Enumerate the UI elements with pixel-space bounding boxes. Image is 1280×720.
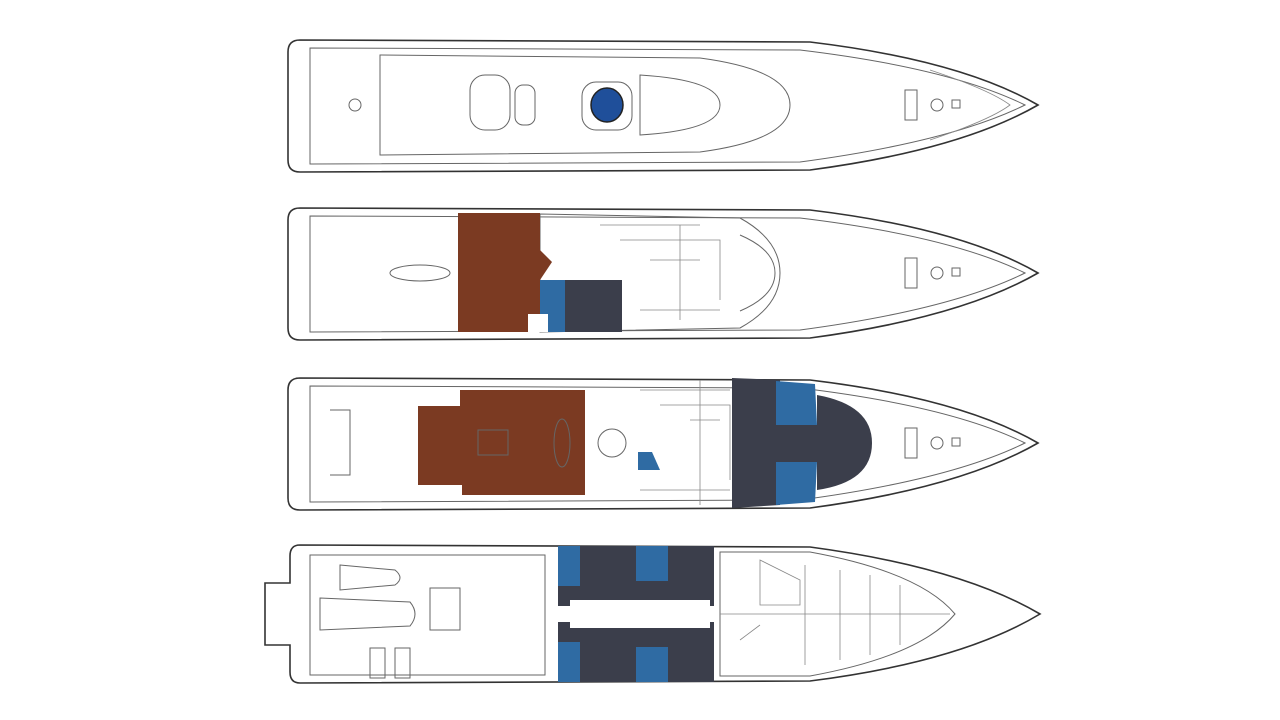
guest-bath-1	[558, 546, 580, 586]
console	[904, 257, 918, 289]
lower-deck	[264, 544, 1042, 684]
hull-outline	[287, 39, 1040, 173]
hatch	[951, 267, 961, 277]
jetski	[369, 647, 386, 679]
tender-bay	[309, 554, 546, 676]
master-bath-starboard	[776, 462, 817, 505]
lounger	[469, 74, 511, 131]
bridge-deck	[287, 207, 1040, 341]
lounger	[514, 84, 536, 126]
stair-well	[528, 314, 548, 332]
main-deck	[287, 377, 1040, 511]
hatch	[951, 99, 961, 109]
hatch	[951, 437, 961, 447]
deck-line	[929, 69, 1011, 141]
console	[904, 427, 918, 459]
guest-bath-3	[636, 546, 668, 581]
stern-fixture	[348, 98, 362, 112]
interior-walls	[640, 380, 731, 505]
main-salon	[418, 390, 585, 495]
mast	[930, 266, 944, 280]
helm-console	[739, 234, 776, 312]
table	[389, 264, 451, 282]
sky-lounge	[458, 213, 552, 332]
master-cabin	[732, 378, 780, 508]
dining-table	[553, 418, 571, 468]
aft-seating	[330, 409, 351, 476]
tender	[339, 564, 401, 591]
mast	[930, 98, 944, 112]
corridor	[570, 600, 710, 628]
superstructure-outline	[379, 54, 791, 156]
foredeck-lounge	[817, 395, 872, 490]
seating	[639, 74, 721, 136]
deck-outline	[309, 385, 1027, 503]
master-bath-port	[776, 381, 817, 425]
guest-bath-2	[558, 642, 580, 682]
sun-deck	[287, 39, 1040, 173]
console	[904, 89, 918, 121]
guest-bath-4	[636, 647, 668, 682]
hull-outline	[287, 207, 1040, 341]
crew-walls	[720, 559, 950, 665]
hatch	[429, 587, 461, 631]
jacuzzi	[590, 87, 624, 123]
spiral-stair	[597, 428, 627, 458]
crew-area	[719, 551, 956, 677]
jetski	[394, 647, 411, 679]
captain-cabin	[565, 280, 622, 332]
deck-outline	[309, 215, 1027, 333]
master-study	[776, 425, 817, 462]
deck-outline	[309, 47, 1027, 165]
day-head	[638, 452, 660, 470]
superstructure-outline	[539, 213, 781, 333]
sofa	[477, 429, 509, 456]
mast	[930, 436, 944, 450]
tender	[319, 597, 416, 631]
jacuzzi-surround	[581, 81, 633, 131]
interior-walls	[600, 224, 721, 320]
